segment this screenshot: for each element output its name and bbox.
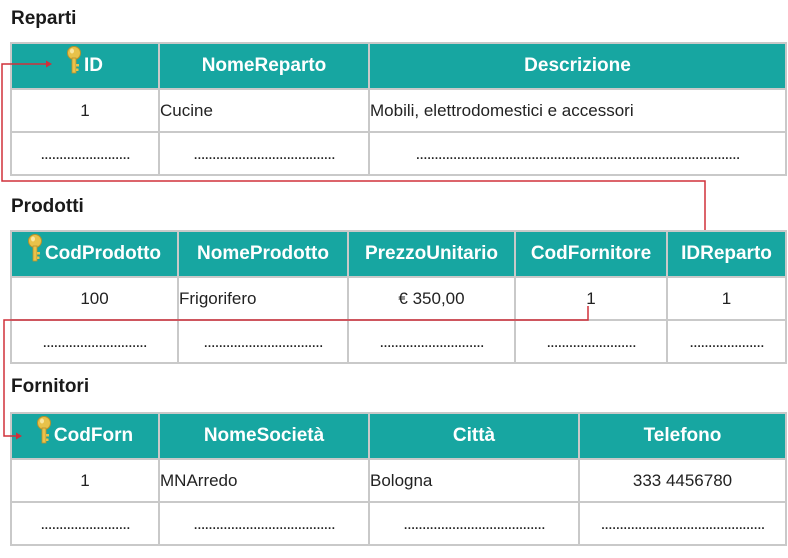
placeholder-cell: ........................: [514, 319, 668, 364]
header-row: ID NomeReparto Descrizione: [10, 42, 787, 90]
placeholder-cell: ........................................…: [578, 501, 787, 546]
cell-idreparto: 1: [666, 276, 787, 321]
column-header-idreparto: IDReparto: [666, 230, 787, 278]
table-title-reparti: Reparti: [11, 8, 77, 29]
column-header-nomereparto: NomeReparto: [158, 42, 370, 90]
column-header-citta: Città: [368, 412, 580, 460]
column-header-codforn: CodForn: [10, 412, 160, 460]
key-icon: [36, 416, 51, 452]
table-reparti: ID NomeReparto Descrizione 1 Cucine Mobi…: [10, 42, 787, 176]
header-row: CodProdotto NomeProdotto PrezzoUnitario …: [10, 230, 787, 278]
table-row: 1 MNArredo Bologna 333 4456780: [10, 458, 787, 503]
cell-nomeprodotto: Frigorifero: [177, 276, 349, 321]
table-prodotti: CodProdotto NomeProdotto PrezzoUnitario …: [10, 230, 787, 364]
column-label: CodForn: [53, 425, 134, 447]
placeholder-row: ............................ ...........…: [10, 319, 787, 364]
column-header-nomesocieta: NomeSocietà: [158, 412, 370, 460]
column-header-telefono: Telefono: [578, 412, 787, 460]
column-label: CodProdotto: [44, 243, 162, 265]
table-fornitori: CodForn NomeSocietà Città Telefono 1 MNA…: [10, 412, 787, 546]
column-header-prezzounitario: PrezzoUnitario: [347, 230, 516, 278]
placeholder-row: ........................ ...............…: [10, 501, 787, 546]
placeholder-cell: ........................: [10, 131, 160, 176]
placeholder-row: ........................ ...............…: [10, 131, 787, 176]
placeholder-cell: ........................: [10, 501, 160, 546]
placeholder-cell: ............................: [10, 319, 179, 364]
table-row: 100 Frigorifero € 350,00 1 1: [10, 276, 787, 321]
placeholder-cell: ......................................: [158, 131, 370, 176]
column-header-codfornitore: CodFornitore: [514, 230, 668, 278]
column-header-id: ID: [10, 42, 160, 90]
header-row: CodForn NomeSocietà Città Telefono: [10, 412, 787, 460]
placeholder-cell: ......................................: [368, 501, 580, 546]
cell-id: 1: [10, 88, 160, 133]
cell-codprodotto: 100: [10, 276, 179, 321]
cell-nomereparto: Cucine: [158, 88, 370, 133]
placeholder-cell: ................................: [177, 319, 349, 364]
cell-codforn: 1: [10, 458, 160, 503]
column-header-descrizione: Descrizione: [368, 42, 787, 90]
cell-codfornitore: 1: [514, 276, 668, 321]
cell-nomesocieta: MNArredo: [158, 458, 370, 503]
table-title-prodotti: Prodotti: [11, 196, 84, 217]
placeholder-cell: ....................: [666, 319, 787, 364]
cell-prezzounitario: € 350,00: [347, 276, 516, 321]
column-header-nomeprodotto: NomeProdotto: [177, 230, 349, 278]
cell-citta: Bologna: [368, 458, 580, 503]
key-icon: [27, 234, 42, 270]
table-title-fornitori: Fornitori: [11, 376, 90, 397]
cell-descrizione: Mobili, elettrodomestici e accessori: [368, 88, 787, 133]
key-icon: [67, 46, 81, 82]
table-row: 1 Cucine Mobili, elettrodomestici e acce…: [10, 88, 787, 133]
cell-telefono: 333 4456780: [578, 458, 787, 503]
placeholder-cell: ......................................: [158, 501, 370, 546]
column-label: ID: [84, 55, 103, 77]
placeholder-cell: ........................................…: [368, 131, 787, 176]
column-header-codprodotto: CodProdotto: [10, 230, 179, 278]
placeholder-cell: ............................: [347, 319, 516, 364]
